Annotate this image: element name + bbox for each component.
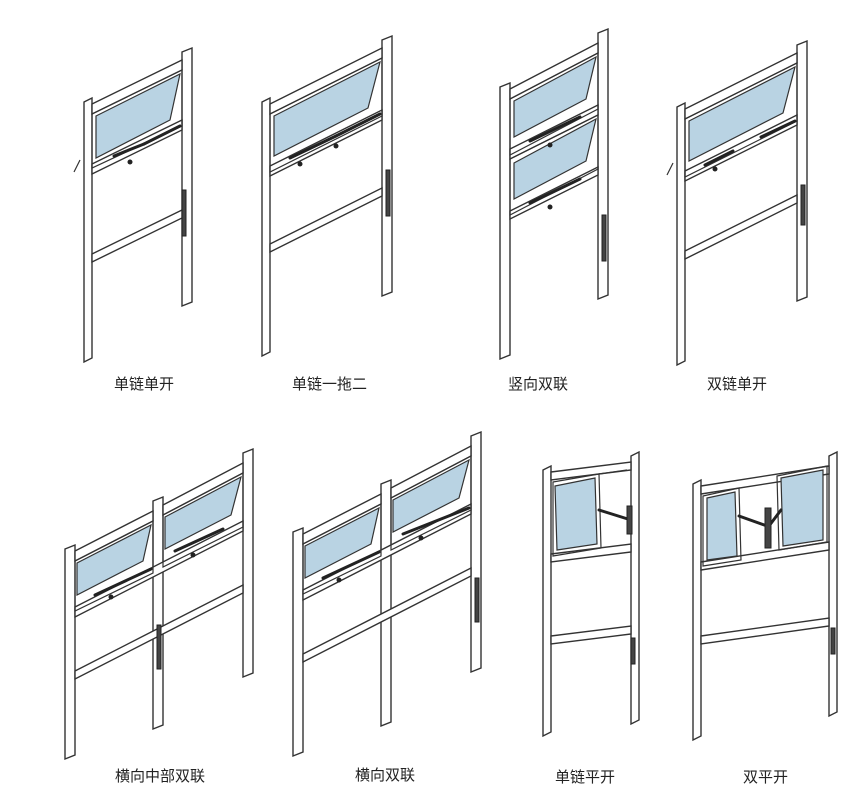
window-drawing [261, 34, 393, 358]
window-drawing [292, 430, 482, 758]
diagram-single-chain-drives-two: 单链一拖二 [250, 30, 420, 393]
diagram-horizontal-middle-double: 横向中部双联 [55, 445, 270, 795]
window-drawing [666, 39, 808, 367]
caption: 双链单开 [707, 375, 768, 393]
caption: 单链一拖二 [292, 375, 368, 393]
window-drawing [692, 450, 838, 742]
diagram-vertical-double: 竖向双联 [490, 25, 640, 393]
window-drawing [499, 27, 609, 361]
caption: 横向双联 [355, 766, 416, 784]
diagram-single-chain-casement: 单链平开 [535, 450, 655, 795]
diagram-double-chain-single-open: 双链单开 [665, 35, 825, 393]
caption: 竖向双联 [508, 375, 569, 393]
caption: 单链单开 [114, 375, 175, 393]
window-drawing [64, 447, 254, 761]
diagram-double-casement: 双平开 [685, 450, 860, 795]
window-drawing [73, 46, 193, 364]
caption: 横向中部双联 [115, 767, 206, 785]
caption: 双平开 [743, 768, 789, 786]
diagram-single-chain-single-open: 单链单开 [70, 40, 220, 393]
window-drawing [542, 450, 640, 738]
diagram-horizontal-double: 横向双联 [285, 428, 500, 793]
caption: 单链平开 [555, 768, 616, 786]
